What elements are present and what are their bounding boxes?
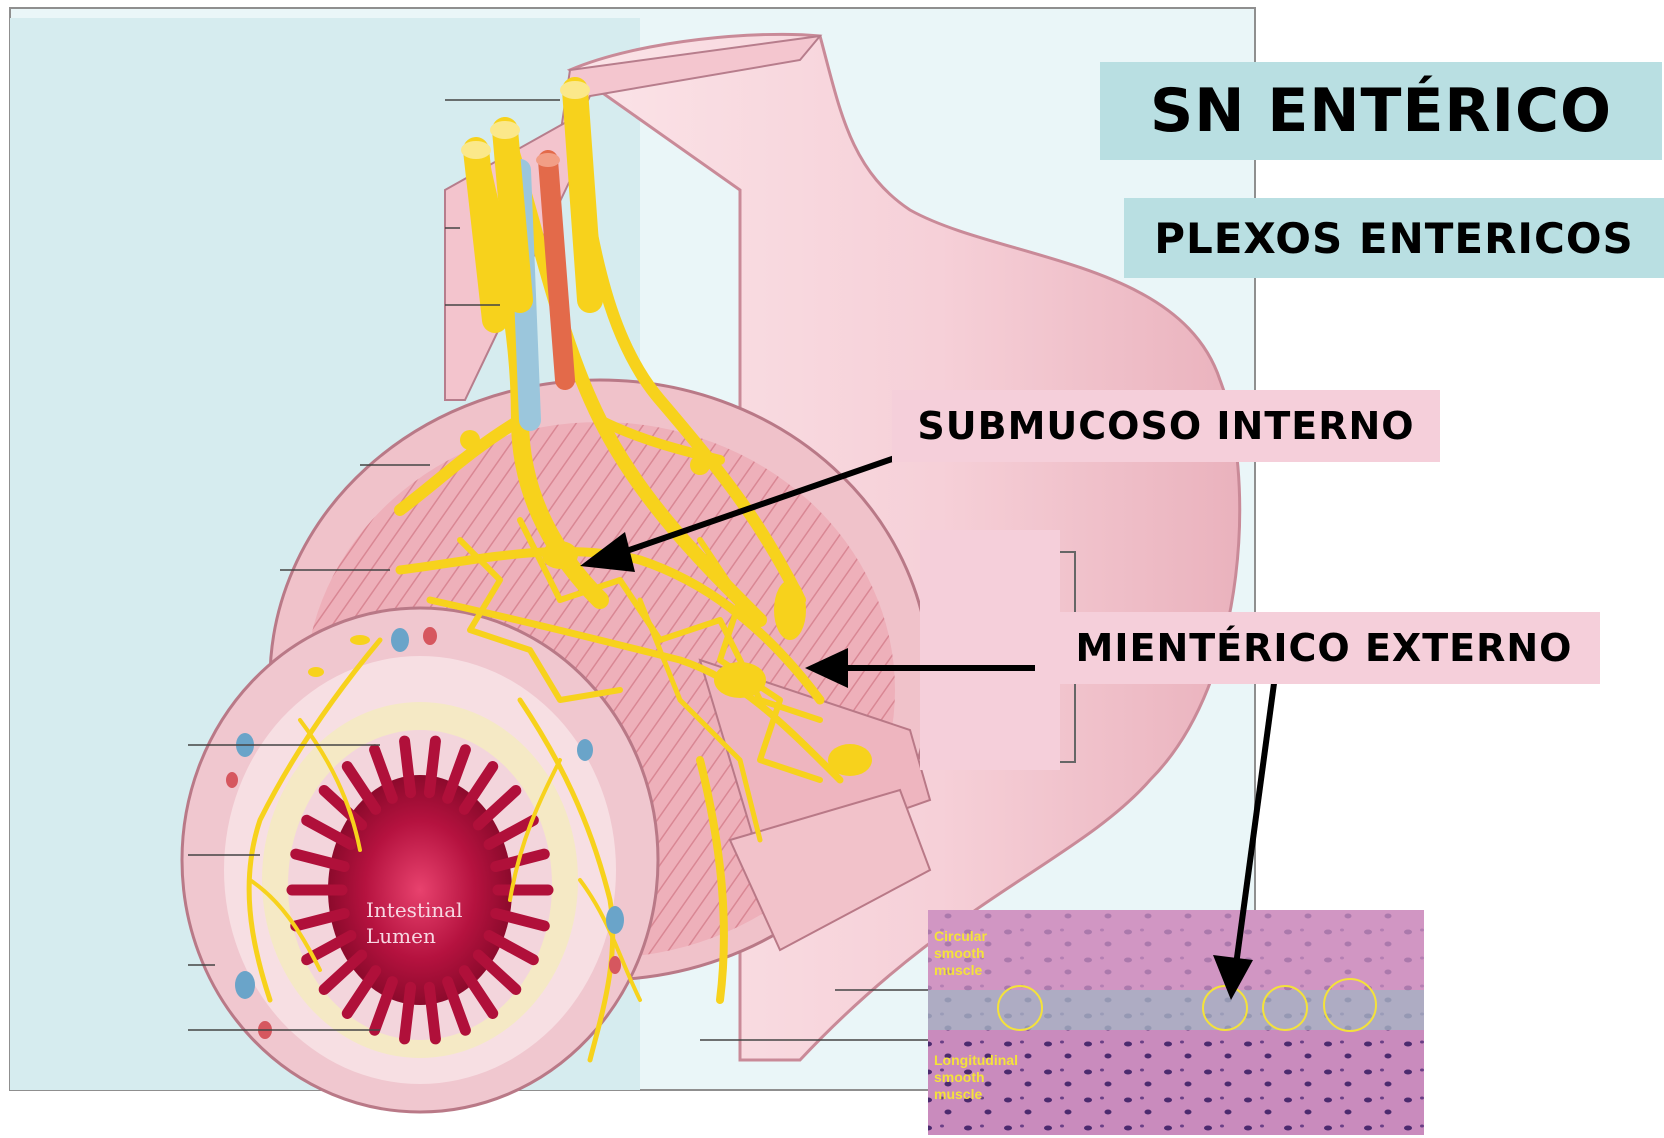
lumen-label-line2: Lumen bbox=[366, 923, 463, 949]
circular-line3: muscle bbox=[934, 962, 987, 979]
longitudinal-line3: muscle bbox=[934, 1086, 1018, 1103]
micrograph-label-longitudinal: Longitudinal smooth muscle bbox=[934, 1052, 1018, 1103]
circular-line1: Circular bbox=[934, 928, 987, 945]
circular-line2: smooth bbox=[934, 945, 987, 962]
villus bbox=[429, 741, 435, 793]
longitudinal-line2: smooth bbox=[934, 1069, 1018, 1086]
villus bbox=[405, 741, 411, 793]
micrograph-label-circular: Circular smooth muscle bbox=[934, 928, 987, 979]
diagram-title: SN ENTÉRICO bbox=[1100, 62, 1662, 160]
longitudinal-line1: Longitudinal bbox=[934, 1052, 1018, 1069]
villus bbox=[405, 987, 411, 1039]
lumen-label-line1: Intestinal bbox=[366, 897, 463, 923]
lumen-label: Intestinal Lumen bbox=[366, 897, 463, 949]
label-submucoso-interno: SUBMUCOSO INTERNO bbox=[892, 390, 1440, 462]
diagram-subtitle: PLEXOS ENTERICOS bbox=[1124, 198, 1664, 278]
villus bbox=[429, 987, 435, 1039]
label-mienterico-externo: MIENTÉRICO EXTERNO bbox=[1048, 612, 1600, 684]
